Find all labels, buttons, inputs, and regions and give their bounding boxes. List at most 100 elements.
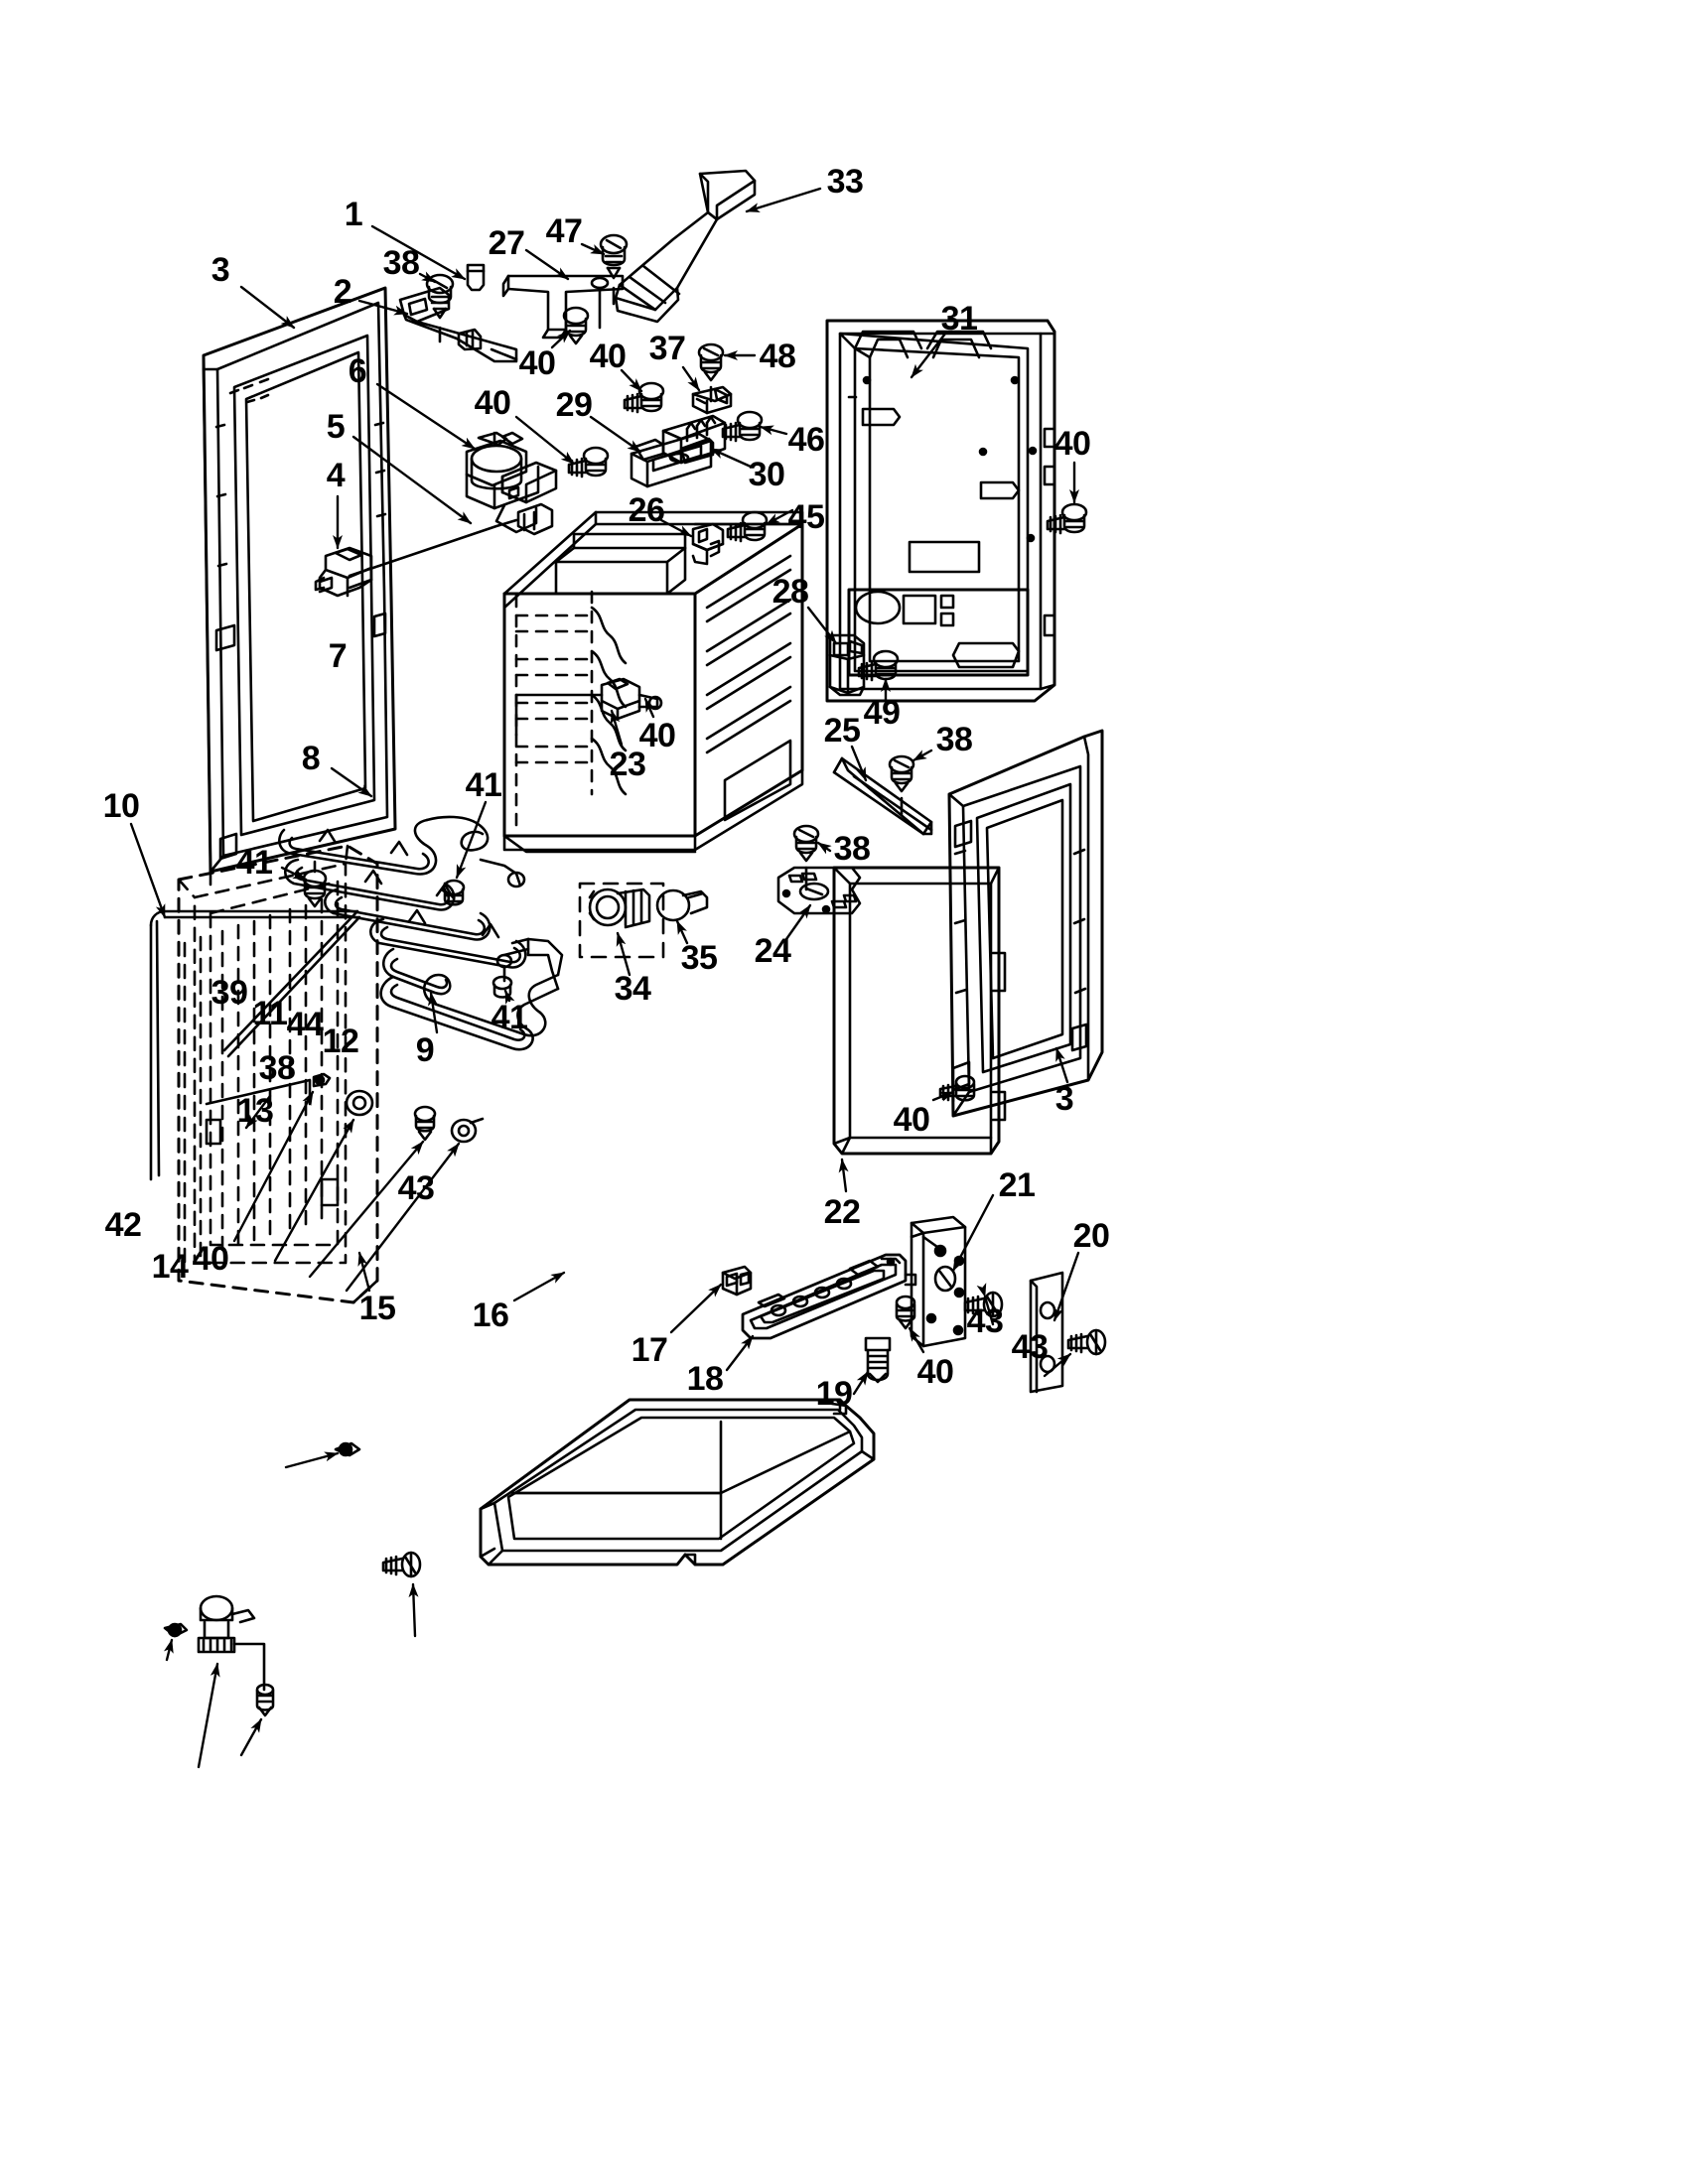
callout-43-a[interactable]: 43 xyxy=(397,1169,435,1207)
callout-40-f[interactable]: 40 xyxy=(893,1101,930,1139)
leader-47 xyxy=(580,242,606,256)
part-27-t-bracket xyxy=(501,274,625,340)
part-41-screw-c xyxy=(491,975,513,999)
callout-20[interactable]: 20 xyxy=(1072,1217,1110,1255)
callout-23[interactable]: 23 xyxy=(609,746,646,783)
callout-34[interactable]: 34 xyxy=(614,970,651,1008)
callout-45[interactable]: 45 xyxy=(787,498,825,536)
callout-4[interactable]: 4 xyxy=(326,457,346,494)
callout-21[interactable]: 21 xyxy=(998,1166,1036,1204)
callout-5[interactable]: 5 xyxy=(326,408,346,446)
callout-47[interactable]: 47 xyxy=(545,212,583,250)
callout-17[interactable]: 17 xyxy=(631,1331,668,1369)
leader-11 xyxy=(273,1118,355,1263)
part-11-grommet xyxy=(345,1089,374,1117)
callout-43-c[interactable]: 43 xyxy=(1011,1328,1049,1366)
leader-14 xyxy=(197,1662,220,1769)
callout-14[interactable]: 14 xyxy=(151,1248,189,1286)
part-21-bracket xyxy=(910,1215,967,1348)
leader-27 xyxy=(524,248,570,281)
leader-6 xyxy=(375,382,477,451)
callout-7[interactable]: 7 xyxy=(328,637,348,675)
callout-49[interactable]: 49 xyxy=(863,694,901,732)
leader-38b xyxy=(912,749,933,762)
callout-38-d[interactable]: 38 xyxy=(258,1049,296,1087)
callout-16[interactable]: 16 xyxy=(472,1297,509,1334)
callout-39[interactable]: 39 xyxy=(210,974,248,1012)
leader-40f xyxy=(931,1090,955,1102)
callout-27[interactable]: 27 xyxy=(488,224,525,262)
callout-40-g[interactable]: 40 xyxy=(192,1240,229,1278)
callout-41-c[interactable]: 41 xyxy=(491,999,528,1036)
callout-31[interactable]: 31 xyxy=(940,300,978,338)
callout-29[interactable]: 29 xyxy=(555,386,593,424)
callout-18[interactable]: 18 xyxy=(686,1360,724,1398)
callout-38-b[interactable]: 38 xyxy=(935,721,973,758)
part-4-clip xyxy=(314,546,373,598)
callout-35[interactable]: 35 xyxy=(680,939,718,977)
leader-43b-line xyxy=(976,1283,995,1326)
callout-28[interactable]: 28 xyxy=(772,573,809,611)
callout-10[interactable]: 10 xyxy=(102,787,140,825)
callout-11[interactable]: 11 xyxy=(252,995,288,1032)
callout-9[interactable]: 9 xyxy=(415,1031,435,1069)
part-47-screw xyxy=(599,233,629,306)
part-19-screw xyxy=(864,1336,892,1384)
callout-2[interactable]: 2 xyxy=(333,273,352,311)
callout-44[interactable]: 44 xyxy=(286,1006,324,1043)
callout-38-c[interactable]: 38 xyxy=(833,830,871,868)
callout-3-right[interactable]: 3 xyxy=(1054,1080,1074,1118)
callout-1[interactable]: 1 xyxy=(344,196,363,233)
callout-46[interactable]: 46 xyxy=(787,421,825,459)
callout-15[interactable]: 15 xyxy=(358,1290,396,1327)
callout-41-a[interactable]: 41 xyxy=(465,766,502,804)
leader-34 xyxy=(616,931,632,977)
callout-3-left[interactable]: 3 xyxy=(210,251,230,289)
callout-40-b[interactable]: 40 xyxy=(589,338,627,375)
part-22-side-panel xyxy=(832,866,1007,1156)
callout-12[interactable]: 12 xyxy=(322,1023,359,1060)
callout-33[interactable]: 33 xyxy=(826,163,864,201)
callout-22[interactable]: 22 xyxy=(823,1193,861,1231)
callout-48[interactable]: 48 xyxy=(759,338,796,375)
callout-42[interactable]: 42 xyxy=(104,1206,142,1244)
part-40-screw-d xyxy=(1046,502,1088,535)
callout-25[interactable]: 25 xyxy=(823,712,861,750)
part-40-screw-h xyxy=(895,1295,916,1330)
part-2-bracket xyxy=(398,286,518,363)
callout-6[interactable]: 6 xyxy=(348,352,367,390)
callout-13[interactable]: 13 xyxy=(236,1092,274,1130)
part-10-baffle xyxy=(149,909,361,1181)
callout-8[interactable]: 8 xyxy=(301,740,321,777)
callout-26[interactable]: 26 xyxy=(628,491,665,529)
callout-40-e[interactable]: 40 xyxy=(638,717,676,754)
leader-44 xyxy=(308,1140,425,1279)
callout-30[interactable]: 30 xyxy=(748,456,785,493)
leader-40e xyxy=(643,697,655,719)
leader-13 xyxy=(244,1094,272,1130)
leader-20 xyxy=(1052,1251,1080,1322)
callout-38-a[interactable]: 38 xyxy=(382,244,420,282)
leader-38c xyxy=(816,841,832,855)
callout-40-c[interactable]: 40 xyxy=(474,384,511,422)
leader-40b xyxy=(620,368,643,393)
callout-41-b[interactable]: 41 xyxy=(235,844,273,882)
callout-40-h[interactable]: 40 xyxy=(916,1353,954,1391)
leader-41a xyxy=(455,800,488,880)
callout-24[interactable]: 24 xyxy=(754,932,791,970)
callout-40-a[interactable]: 40 xyxy=(518,344,556,382)
leader-12 xyxy=(345,1142,461,1293)
leader-29 xyxy=(589,415,642,454)
leader-40c xyxy=(514,415,576,466)
callout-19[interactable]: 19 xyxy=(815,1375,853,1413)
part-8-broil-element xyxy=(278,815,527,969)
leader-37 xyxy=(681,365,701,392)
callout-37[interactable]: 37 xyxy=(648,330,686,367)
callout-43-b[interactable]: 43 xyxy=(966,1302,1004,1340)
callout-40-d[interactable]: 40 xyxy=(1053,425,1091,463)
leader-31 xyxy=(910,332,947,379)
leader-33 xyxy=(745,187,822,213)
leader-41b xyxy=(280,866,308,882)
